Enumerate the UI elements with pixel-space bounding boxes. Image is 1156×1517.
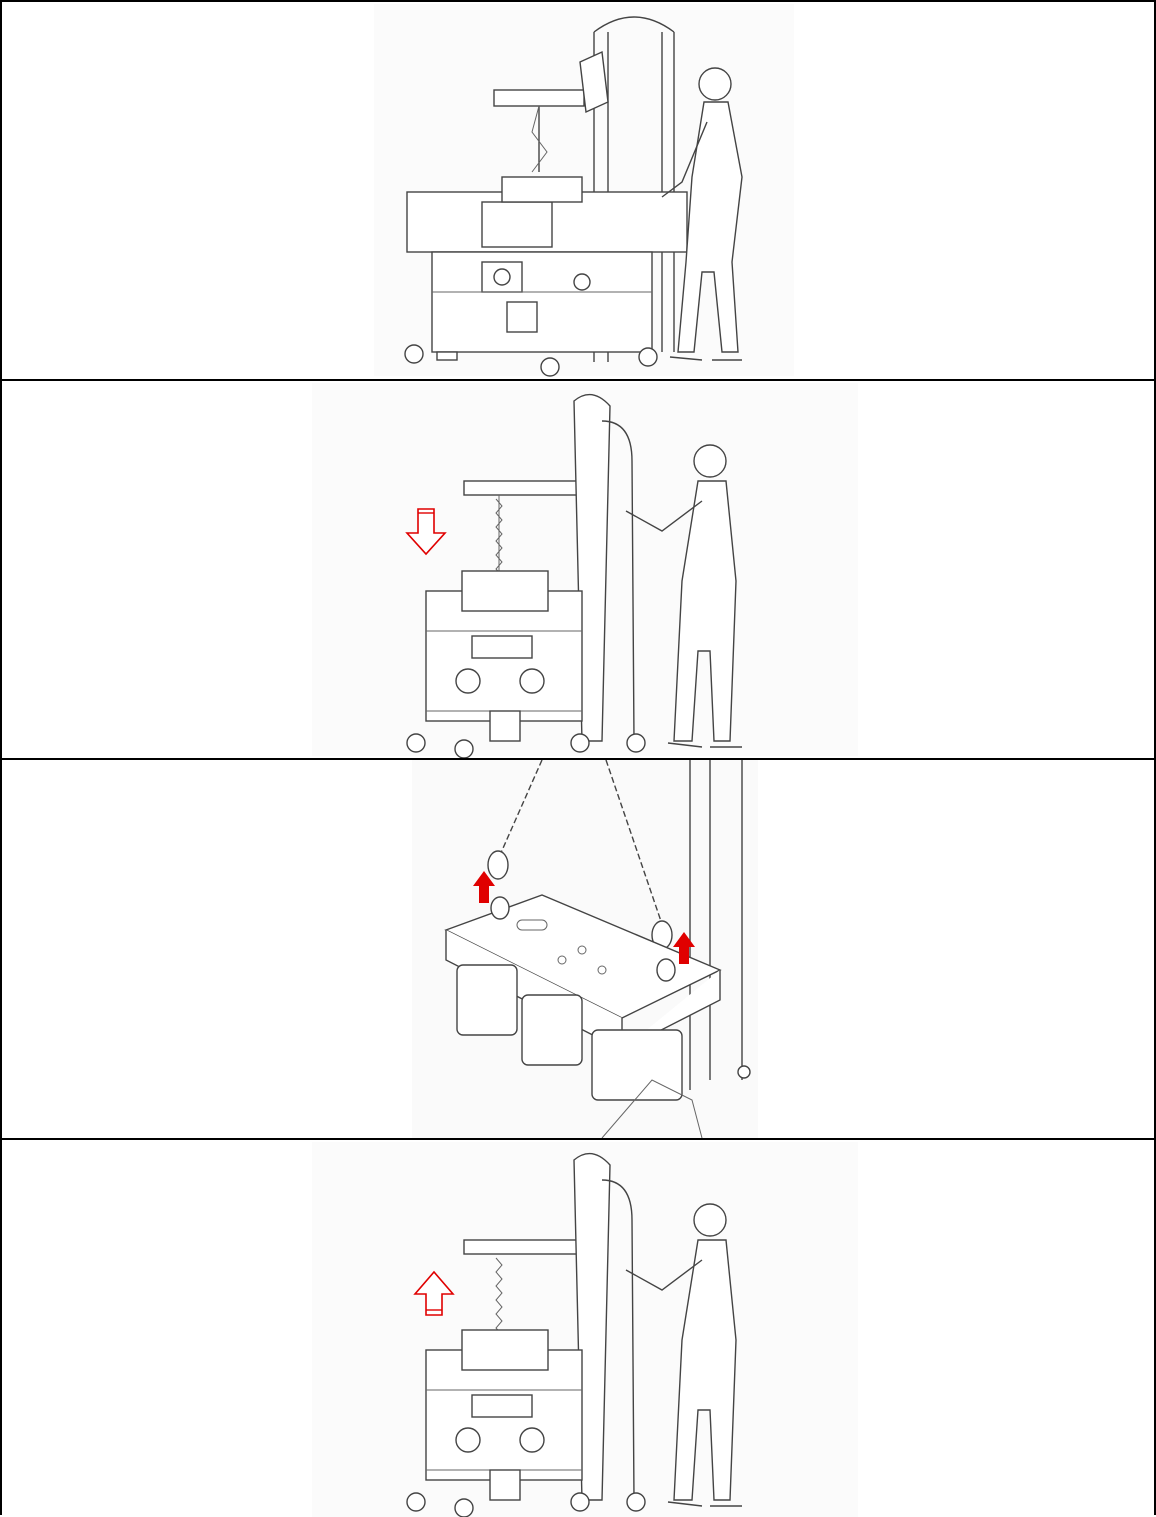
step-row-1 — [0, 0, 1156, 381]
step-row-4 — [0, 1138, 1156, 1517]
raise-load-illustration — [312, 1142, 858, 1517]
attach-hooks-illustration — [412, 760, 758, 1138]
up-arrow-icon — [673, 932, 695, 964]
step-row-3 — [0, 758, 1156, 1140]
step-row-2 — [0, 379, 1156, 760]
cart-overview-illustration — [374, 4, 794, 377]
up-arrow-icon — [473, 871, 495, 903]
down-arrow-icon — [405, 508, 447, 556]
up-arrow-icon — [413, 1270, 455, 1316]
lower-chain-illustration — [312, 383, 858, 758]
